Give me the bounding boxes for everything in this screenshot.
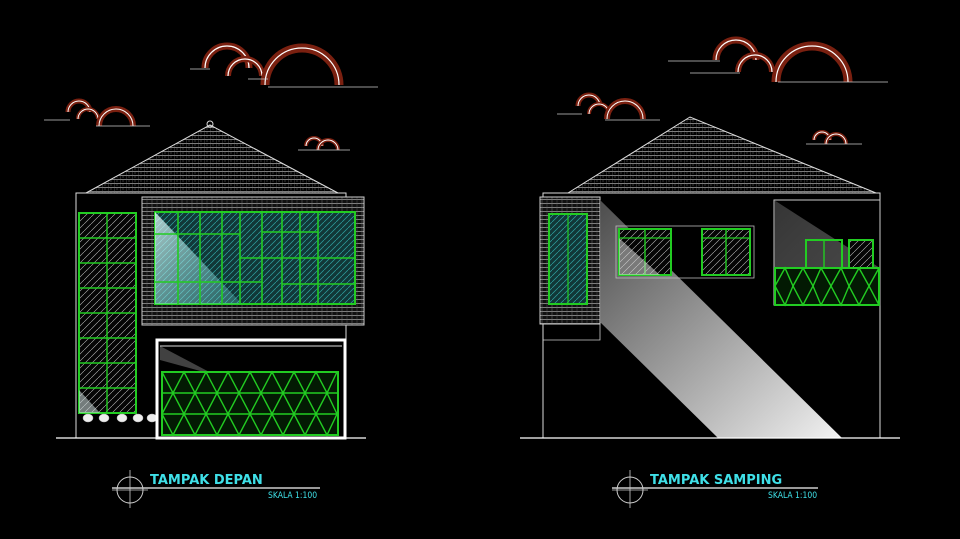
- front-window-mullions: [155, 212, 355, 304]
- balcony-railing-pattern: [774, 266, 880, 307]
- balcony-window: [848, 239, 874, 271]
- garage-shade: [160, 346, 215, 375]
- title-block-front: TAMPAK DEPAN SKALA 1:100: [112, 470, 320, 508]
- balcony-railing: [774, 267, 880, 306]
- cloud-side-left: [557, 92, 660, 121]
- drawing-title-front: TAMPAK DEPAN: [150, 473, 263, 488]
- cloud-group: [44, 36, 888, 151]
- front-window-shade: [155, 212, 242, 304]
- side-elevation: [520, 116, 900, 439]
- side-window-strip: [615, 225, 755, 279]
- front-roof: [85, 124, 339, 194]
- front-elevation: [56, 120, 366, 440]
- title-block-side: TAMPAK SAMPING SKALA 1:100: [612, 470, 818, 508]
- side-roof: [566, 116, 877, 194]
- side-window-left-shade: [619, 238, 660, 275]
- garage-gate: [161, 371, 339, 436]
- cloud-side-right: [806, 130, 862, 145]
- front-tall-window-grid: [79, 213, 136, 413]
- drawing-title-side: TAMPAK SAMPING: [650, 473, 782, 488]
- cloud-front-right: [298, 136, 350, 151]
- cloud-front-top: [190, 42, 378, 88]
- cloud-side-top: [668, 36, 888, 83]
- side-lower-step: [543, 323, 601, 341]
- drawing-scale-front: SKALA 1:100: [268, 491, 317, 501]
- garage-gate-pattern: [161, 370, 338, 437]
- front-tall-window-shade: [79, 390, 100, 413]
- cloud-front-left: [44, 98, 150, 127]
- front-plants: [82, 413, 158, 423]
- drawing-scale-side: SKALA 1:100: [768, 491, 817, 501]
- roof-finial: [206, 120, 214, 128]
